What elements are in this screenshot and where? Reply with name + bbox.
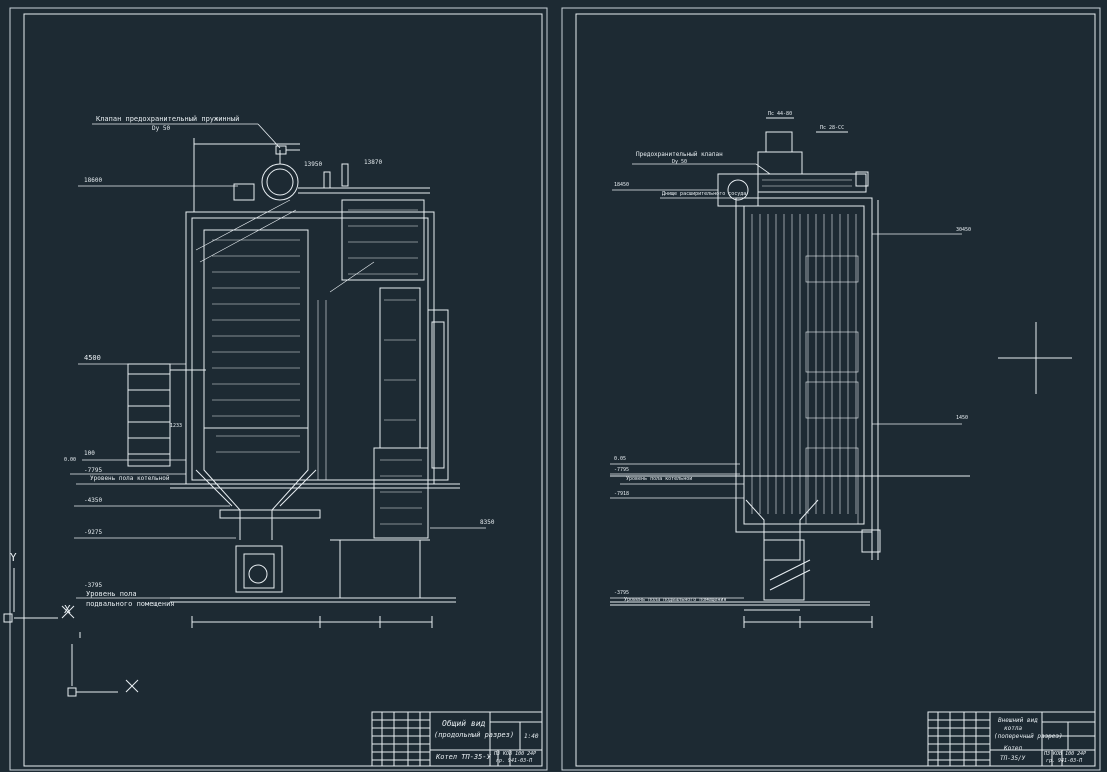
sheet2-title-4: Котел xyxy=(1004,745,1023,752)
sheet1-code-1: ПЗ КОВ 100 24Р xyxy=(494,751,537,757)
sheet1-elev-drum-b: 13870 xyxy=(364,159,383,166)
sheet2-label-drum: Днище расширительного сосуда xyxy=(662,191,747,197)
sheet2-label-ps-b: Пс 28-СС xyxy=(820,125,845,131)
sheet1-elev-m7795: -7795 xyxy=(84,467,103,474)
sheet2-elev-m7918: -7918 xyxy=(614,491,630,497)
sheet1-elev-1233: 1233 xyxy=(170,423,183,429)
sheet1-elev-drum-a: 13950 xyxy=(304,161,323,168)
sheet2-title-1: Внешний вид xyxy=(998,717,1038,724)
ucs-icon-world xyxy=(3,568,75,623)
ucs-axis-y-label: Y xyxy=(10,551,17,564)
sheet2-elev-right-mid: 1450 xyxy=(956,415,969,421)
sheet1-elev-100: 100 xyxy=(84,450,95,457)
sheet1-elev-top: 18600 xyxy=(84,177,103,184)
sheet1-title-3: Котел ТП-35-У xyxy=(436,753,491,761)
sheet2-valve-dy: Dy 50 xyxy=(672,159,688,165)
sheet1-elev-m9275: -9275 xyxy=(84,529,103,536)
sheet2-elev-m3795: -3795 xyxy=(614,590,630,596)
sheet1-inner-frame xyxy=(23,13,543,767)
sheet1-label-basement-1: Уровень пола xyxy=(86,590,137,598)
sheet1-title-2: (продольный разрез) xyxy=(434,731,515,739)
sheet1-title-1: Общий вид xyxy=(442,719,486,728)
sheet2-code-2: гр. 941-03-П xyxy=(1046,758,1083,764)
sheet1-valve-dy: Dy 50 xyxy=(152,125,171,132)
sheet2-outer-frame xyxy=(561,7,1101,771)
sheet1-elev-000: 0.00 xyxy=(64,457,77,463)
sheet1-valve-callout: Клапан предохранительный пружинный xyxy=(96,115,240,123)
sheet1-label-boiler-floor: Уровень пола котельной xyxy=(90,475,170,482)
sheet2-title-2: котла xyxy=(1004,725,1023,732)
sheet2-inner-frame xyxy=(575,13,1096,767)
sheet2-elev-right-top: 30450 xyxy=(956,227,972,233)
sheet2-code-1: ПЗ КОВ 100 24Р xyxy=(1044,751,1087,757)
sheet1-scale: 1:40 xyxy=(524,733,539,740)
boiler-longitudinal-section xyxy=(127,138,460,628)
cad-crosshair-cursor xyxy=(998,322,1072,394)
cross-section-tube-hatching xyxy=(751,179,859,525)
sheet1-leader-lines xyxy=(70,123,486,599)
sheet1-code-2: гр. 941-03-П xyxy=(496,758,533,764)
sheet1-elev-m4350: -4350 xyxy=(84,497,103,504)
furnace-tube-hatching xyxy=(195,199,422,525)
sheet2-title-5: ТП-35/У xyxy=(1000,755,1026,762)
sheet2-elev-top: 18450 xyxy=(614,182,630,188)
sheet1-elev-4500: 4500 xyxy=(84,354,101,362)
sheet2-label-basement: Уровень пола подвального помещения xyxy=(624,597,727,603)
sheet2-label-ps-a: Пс 44-80 xyxy=(768,111,793,117)
sheet1-title-block xyxy=(371,711,543,767)
sheet2-valve-callout: Предохранительный клапан xyxy=(636,151,723,158)
sheet1-label-basement-2: подвального помещения xyxy=(86,600,175,608)
ucs-axis-x-label: X xyxy=(64,603,71,616)
sheet2-title-block xyxy=(927,711,1096,767)
sheet2-title-3: (поперечный разрез) xyxy=(994,733,1063,740)
sheet2-elev-005: 0.05 xyxy=(614,456,627,462)
sheet1-elev-m3795: -3795 xyxy=(84,582,103,589)
sheet1-elev-8350: 8350 xyxy=(480,519,495,526)
ucs-icon-local xyxy=(67,632,139,697)
boiler-cross-section xyxy=(610,117,970,628)
sheet2-label-boiler-floor: Уровень пола котельной xyxy=(626,476,693,482)
sheet2-elev-m7795: -7795 xyxy=(614,467,630,473)
sheet2-leader-lines xyxy=(610,163,962,599)
sheet1-outer-frame xyxy=(9,7,548,771)
